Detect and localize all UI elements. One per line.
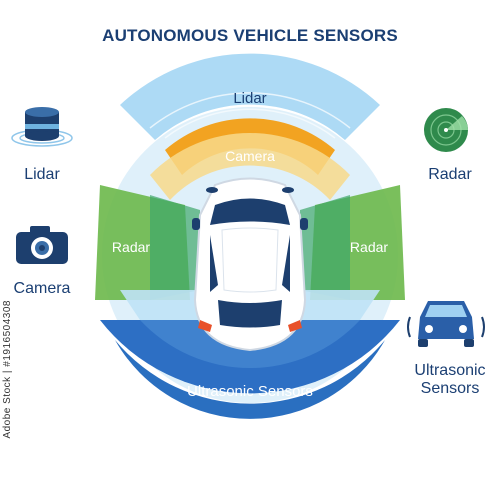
radar-zone-left-inner bbox=[150, 195, 200, 300]
radar-zone-right-inner bbox=[300, 195, 350, 300]
ultrasonic-zone-edge bbox=[115, 340, 385, 419]
ultrasonic-legend-line2: Sensors bbox=[420, 380, 480, 397]
car-icon bbox=[192, 177, 308, 352]
lidar-legend-label: Lidar bbox=[24, 166, 60, 183]
radar-left-label: Radar bbox=[112, 239, 150, 255]
ultrasonic-legend-line1: Ultrasonic bbox=[414, 362, 486, 379]
diagram-title: AUTONOMOUS VEHICLE SENSORS bbox=[102, 26, 398, 45]
radar-right-label: Radar bbox=[350, 239, 388, 255]
camera-zone-label: Camera bbox=[225, 148, 275, 164]
lidar-zone bbox=[120, 53, 380, 140]
lidar-wave bbox=[164, 108, 336, 139]
camera-icon bbox=[16, 226, 68, 264]
lidar-wave bbox=[149, 92, 351, 129]
stock-watermark: Adobe Stock | #1916504308 bbox=[2, 300, 13, 439]
camera-legend-label: Camera bbox=[13, 280, 71, 297]
radar-icon bbox=[424, 108, 468, 152]
lidar-zone-label: Lidar bbox=[233, 90, 266, 107]
ultrasonic-zone-label: Ultrasonic Sensors bbox=[187, 383, 313, 400]
lidar-icon bbox=[11, 107, 73, 147]
radar-legend-label: Radar bbox=[428, 166, 472, 183]
ultrasonic-car-icon bbox=[407, 301, 485, 347]
camera-zone-outer bbox=[150, 132, 350, 200]
ultrasonic-legend-label: Ultrasonic Sensors bbox=[400, 362, 500, 398]
